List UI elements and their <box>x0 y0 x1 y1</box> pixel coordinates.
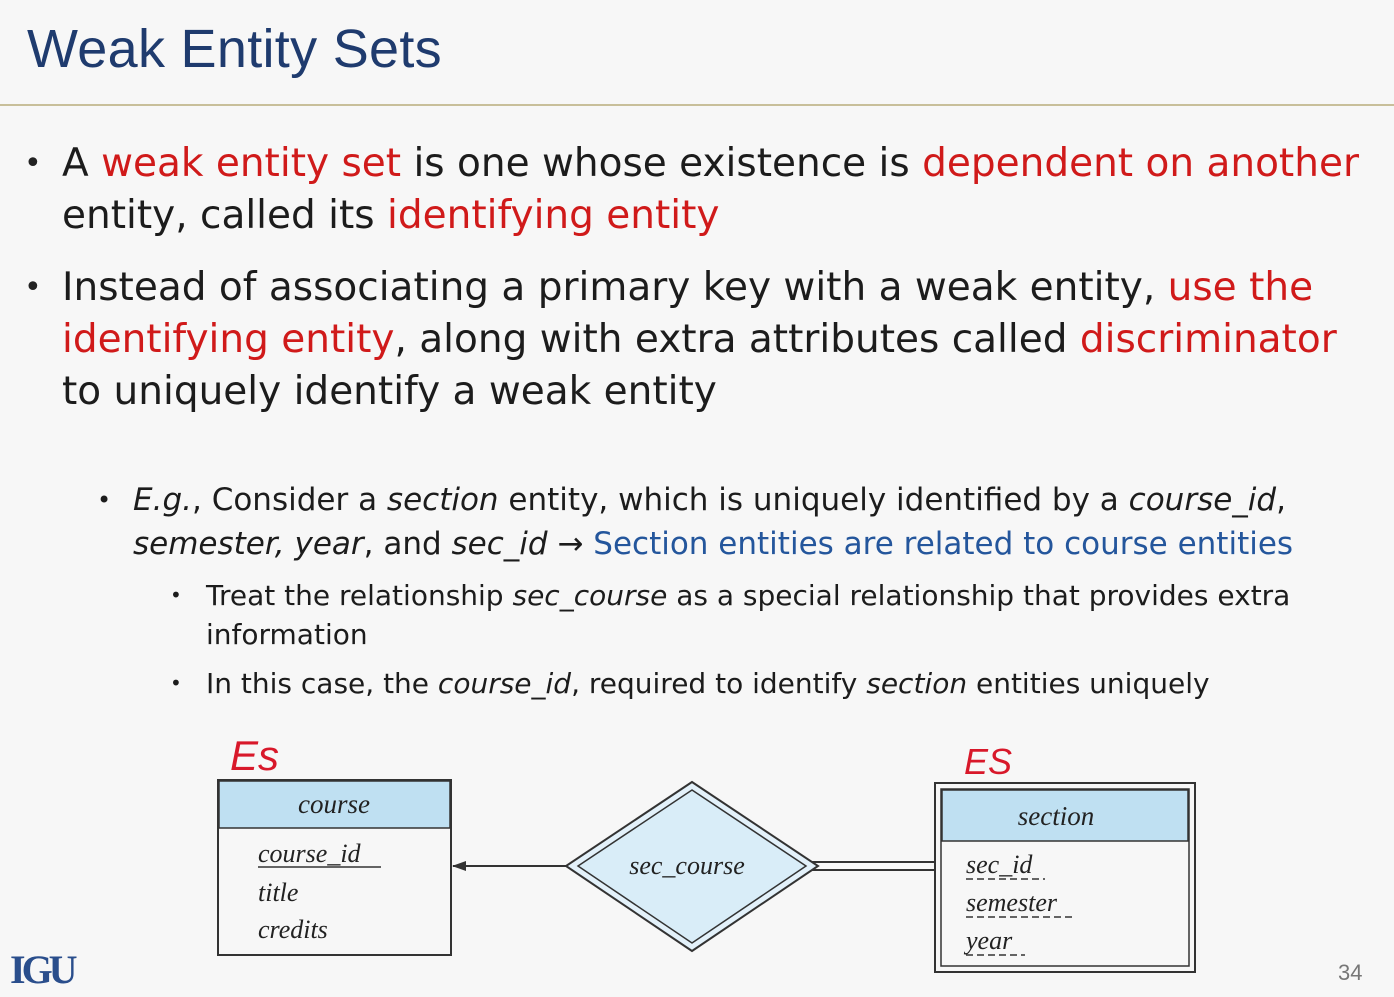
attribute-semester: semester <box>966 888 1058 917</box>
page-number: 34 <box>1338 960 1363 985</box>
term-dependent: dependent on another <box>922 141 1359 186</box>
entity-section-header <box>941 789 1189 842</box>
relationship-sec-course: sec_course <box>564 780 820 953</box>
slide-title: Weak Entity Sets <box>27 19 442 79</box>
attribute-sec-id: sec_id <box>966 850 1033 879</box>
bullet-dot: • <box>170 671 182 695</box>
bullet-dot: • <box>170 583 182 607</box>
bullet-dot: • <box>24 146 42 181</box>
bullet-course-id-required: • In this case, the course_id, required … <box>170 664 1366 703</box>
example-conclusion: Section entities are related to course e… <box>593 526 1294 562</box>
annotation-section-es: ES <box>964 741 1012 782</box>
bullet-weak-entity-definition: • A weak entity set is one whose existen… <box>24 138 1372 242</box>
bullet-discriminator: • Instead of associating a primary key w… <box>24 262 1372 418</box>
term-identifying-entity: identifying entity <box>387 193 720 238</box>
annotation-course-es: Es <box>230 732 279 779</box>
bullet-dot: • <box>97 486 112 514</box>
entity-course-name: course <box>298 789 370 819</box>
bullet-dot: • <box>24 270 42 305</box>
term-weak-entity-set: weak entity set <box>101 141 402 186</box>
entity-section: section sec_id semester year <box>934 782 1196 973</box>
bullet-special-relationship: • Treat the relationship sec_course as a… <box>170 576 1366 654</box>
attribute-course-id: course_id <box>258 839 362 868</box>
term-discriminator: discriminator <box>1079 317 1337 362</box>
attribute-year: year <box>963 926 1013 955</box>
university-logo: IGU <box>10 947 78 992</box>
entity-course: course course_id title credits <box>217 779 452 956</box>
attribute-credits: credits <box>258 915 328 944</box>
attribute-title: title <box>258 878 298 907</box>
entity-course-header <box>218 780 451 829</box>
title-divider <box>0 104 1394 106</box>
bullet-example: • E.g., Consider a section entity, which… <box>97 478 1373 566</box>
relationship-name: sec_course <box>629 851 745 880</box>
term-use-identifying-entity: use the identifying entity <box>62 265 1314 362</box>
entity-section-name: section <box>1018 801 1094 831</box>
